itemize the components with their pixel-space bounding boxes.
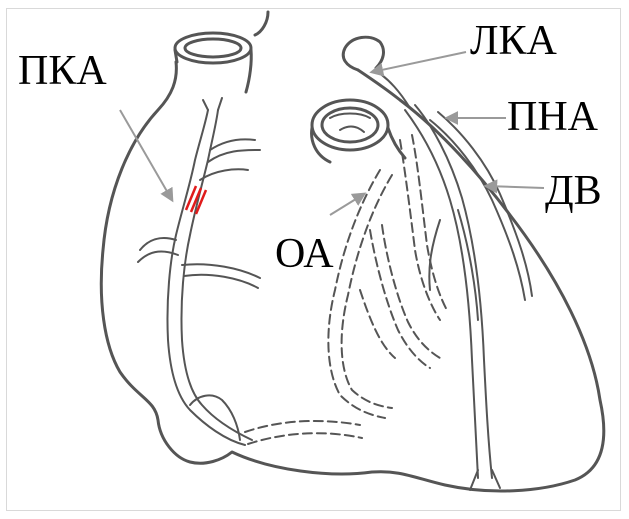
- posterior-dashed-vessel-2: [248, 433, 362, 444]
- aortic-root-edge: [255, 12, 268, 35]
- label-pna: ПНА: [507, 96, 598, 138]
- left-anterior-descending: [405, 105, 500, 490]
- label-oa: ОА: [275, 233, 334, 275]
- label-dv: ДВ: [545, 170, 602, 212]
- pulmonary-trunk: [312, 100, 405, 162]
- diagonal-branch: [429, 112, 532, 320]
- label-pka: ПКА: [18, 50, 107, 92]
- right-coronary-artery: [138, 98, 260, 445]
- left-atrium-edge: [343, 37, 383, 70]
- arrow-dv: [486, 186, 544, 188]
- arrow-lka: [372, 52, 466, 72]
- posterior-dashed-vessel: [245, 421, 360, 432]
- aorta: [175, 33, 251, 92]
- label-lka: ЛКА: [470, 20, 557, 62]
